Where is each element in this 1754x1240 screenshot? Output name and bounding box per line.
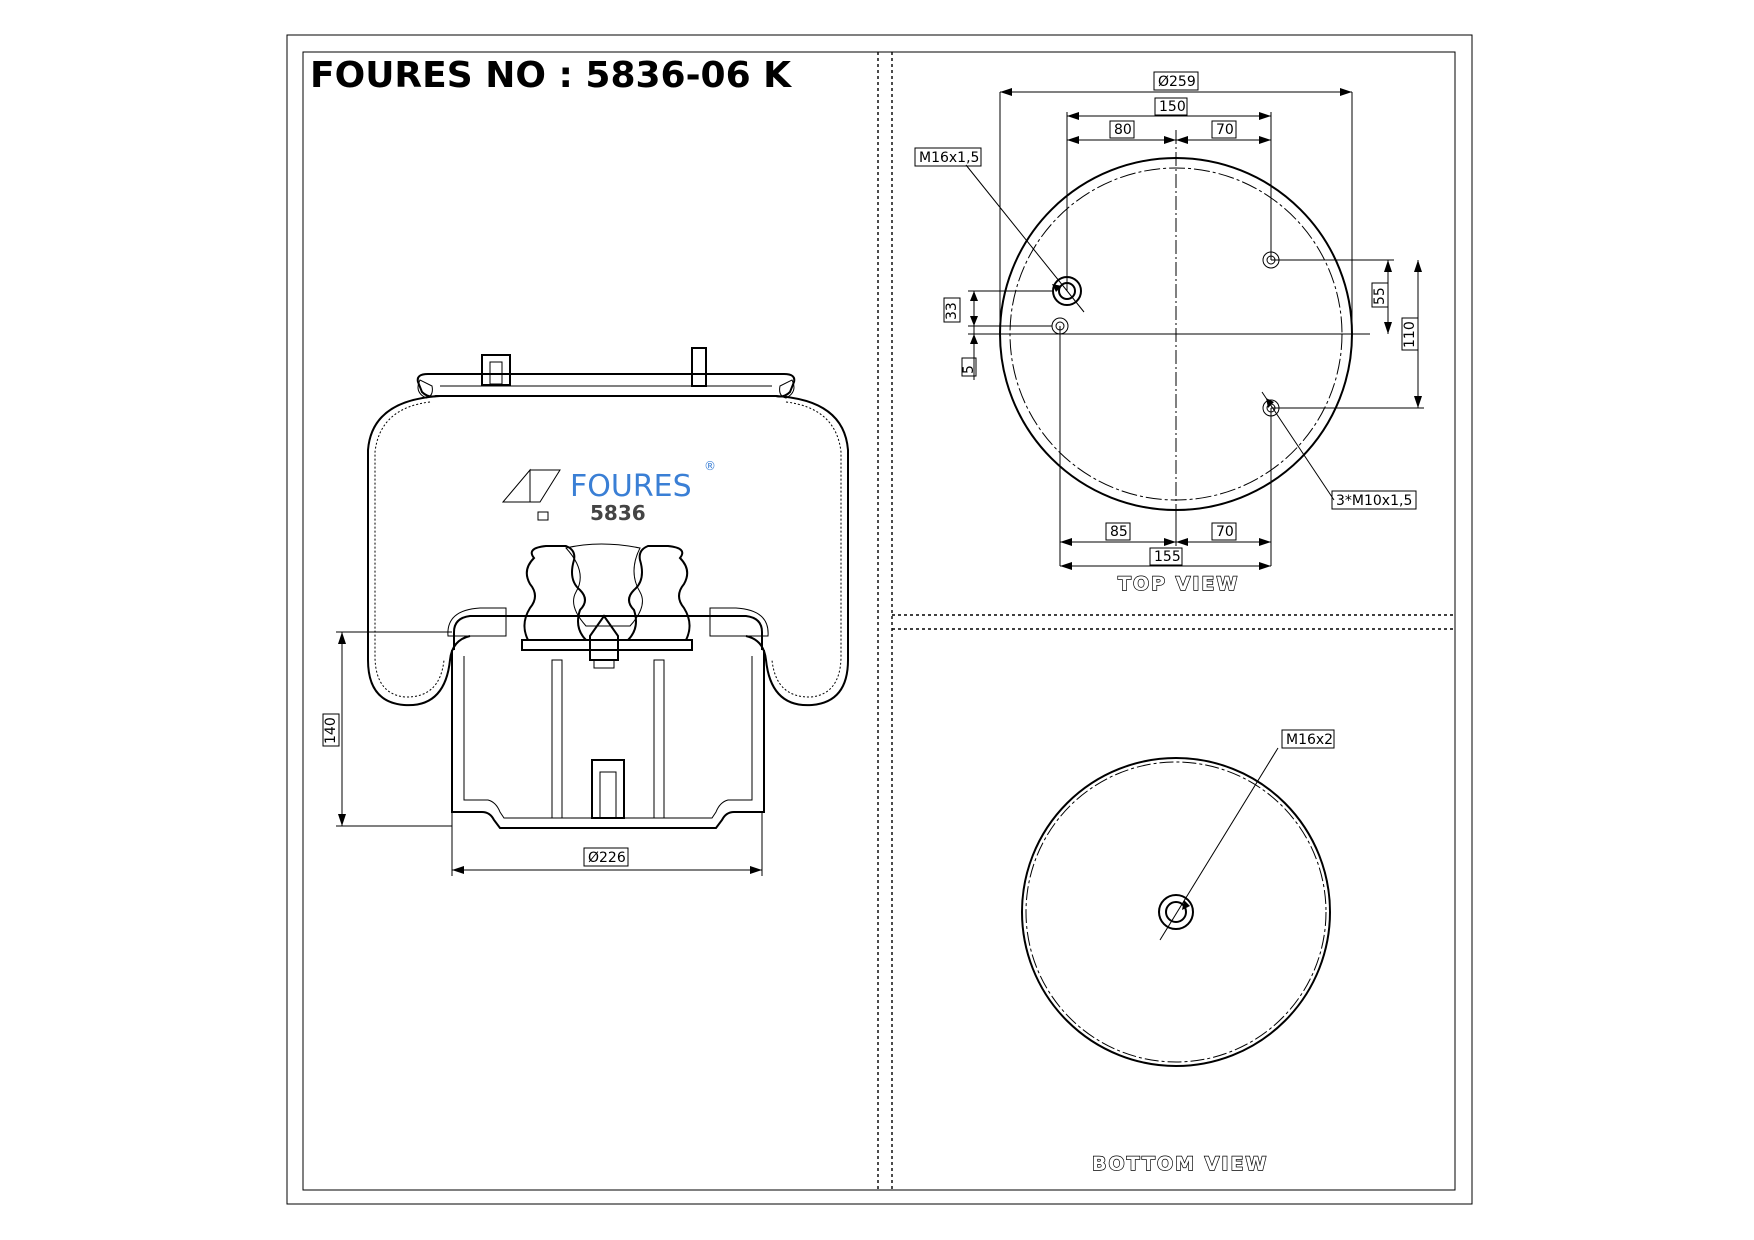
- bottom-dim-85: 85: [1110, 524, 1128, 540]
- vertical-dim-5: 5: [961, 365, 977, 374]
- vertical-dim-110: 110: [1402, 321, 1418, 348]
- height-dimension: 140: [323, 717, 339, 744]
- registered-mark: ®: [704, 459, 716, 473]
- bottom-thread-callout: M16x2: [1286, 732, 1333, 748]
- top-dim-70: 70: [1216, 122, 1234, 138]
- brand-name: FOURES: [570, 469, 692, 504]
- top-outer-diameter: Ø259: [1158, 74, 1196, 90]
- foures-logo: FOURES ® 5836: [501, 459, 716, 525]
- diameter-dimension: Ø226: [588, 850, 626, 866]
- bottom-span-155: 155: [1154, 549, 1181, 565]
- drawing-title: FOURES NO : 5836-06 K: [310, 55, 792, 96]
- center-thread-callout: M16x1,5: [919, 150, 979, 166]
- model-number: 5836: [590, 501, 646, 525]
- vertical-dim-55: 55: [1372, 287, 1388, 305]
- vertical-dim-33: 33: [944, 302, 960, 320]
- top-view-label: TOP VIEW: [1118, 573, 1239, 595]
- bottom-dim-70: 70: [1216, 524, 1234, 540]
- sheet-frame: [286, 34, 1473, 1205]
- side-section-view: 140 Ø226 FOURES ® 5836: [322, 347, 849, 876]
- top-dim-80: 80: [1114, 122, 1132, 138]
- bottom-view: M16x2 BOTTOM VIEW: [1021, 729, 1335, 1176]
- bolt-thread-callout: 3*M10x1,5: [1336, 493, 1412, 509]
- bottom-view-label: BOTTOM VIEW: [1092, 1153, 1268, 1175]
- top-span-150: 150: [1159, 99, 1186, 115]
- top-view: Ø259 150 80 70 85 70 155 55: [914, 71, 1424, 596]
